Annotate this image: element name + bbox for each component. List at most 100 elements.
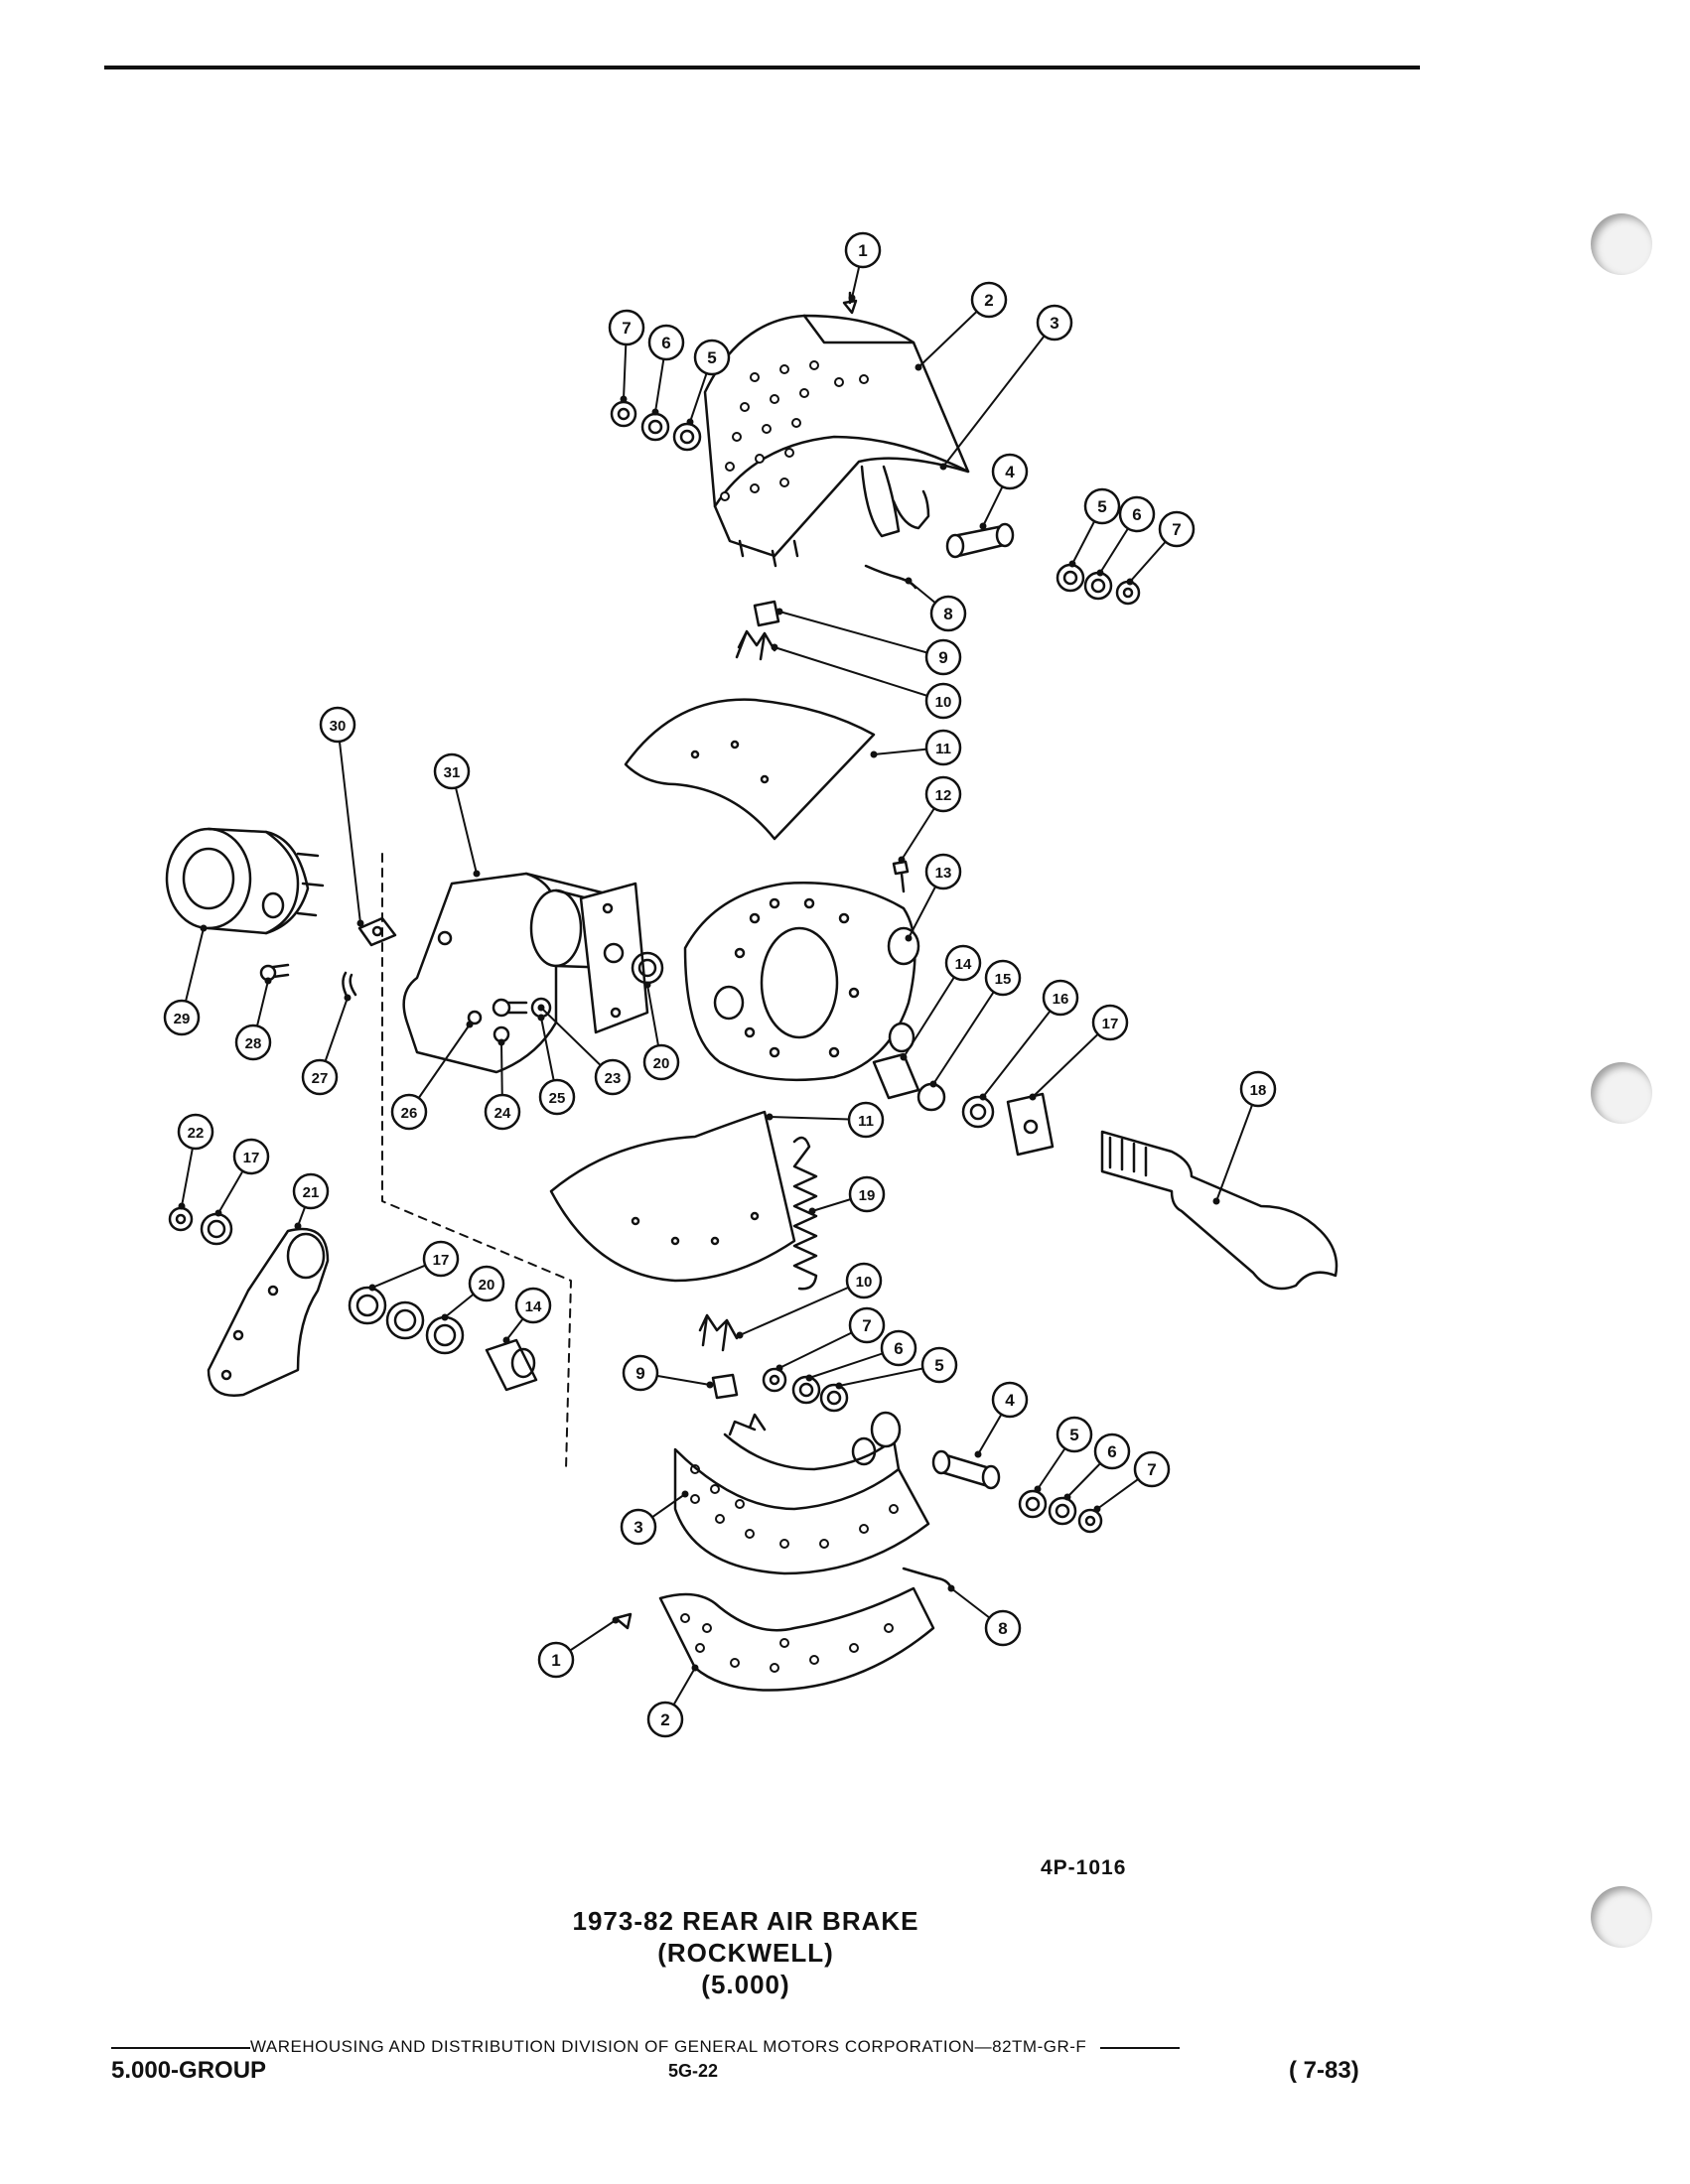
callout-circle xyxy=(1118,495,1156,533)
callout-number: 2 xyxy=(660,1710,669,1729)
leader-arrowhead xyxy=(1093,1505,1101,1513)
callout-circle xyxy=(693,339,731,376)
diagram-title-line-1: 1973-82 REAR AIR BRAKE xyxy=(572,1906,919,1936)
lower-roller-and-clip xyxy=(698,1313,739,1400)
callout-22: 22 xyxy=(177,1113,214,1151)
shield-bolt xyxy=(892,860,910,893)
callout-number: 6 xyxy=(1107,1442,1116,1461)
callout-24: 24 xyxy=(484,1093,521,1131)
callout-6: 6 xyxy=(647,324,685,361)
leader-arrowhead xyxy=(974,1450,982,1458)
callout-13: 13 xyxy=(924,853,962,890)
callout-17: 17 xyxy=(232,1138,270,1175)
callout-circle xyxy=(924,729,962,766)
callout-circle xyxy=(484,1093,521,1131)
leader-arrowhead xyxy=(775,1364,783,1372)
callout-number: 19 xyxy=(859,1187,876,1204)
callout-2: 2 xyxy=(646,1701,684,1738)
leader-line xyxy=(739,1280,865,1336)
callout-18: 18 xyxy=(1239,1070,1277,1108)
callout-number: 5 xyxy=(1069,1426,1078,1444)
leader-arrowhead xyxy=(1212,1197,1220,1205)
callout-28: 28 xyxy=(234,1024,272,1061)
callout-27: 27 xyxy=(301,1058,339,1096)
callout-circle xyxy=(622,1354,659,1392)
lower-shoe-rivet-holes xyxy=(690,1464,899,1549)
callout-11: 11 xyxy=(847,1101,885,1139)
callout-circle xyxy=(647,324,685,361)
callout-2: 2 xyxy=(970,281,1008,319)
callout-10: 10 xyxy=(924,682,962,720)
callout-circle xyxy=(1239,1070,1277,1108)
leader-arrowhead xyxy=(905,577,913,585)
callout-circle xyxy=(422,1240,460,1278)
leader-arrowhead xyxy=(979,522,987,530)
leader-arrowhead xyxy=(466,1021,474,1028)
revision-date: ( 7-83) xyxy=(1289,2057,1359,2084)
callout-29: 29 xyxy=(163,999,201,1036)
leader-arrowhead xyxy=(1063,1493,1071,1501)
leader-arrowhead xyxy=(905,934,913,942)
callout-circle xyxy=(608,309,645,346)
callout-circle xyxy=(301,1058,339,1096)
callout-number: 17 xyxy=(433,1252,450,1269)
leader-arrowhead xyxy=(214,1209,222,1217)
callout-number: 18 xyxy=(1250,1082,1267,1099)
callout-circle xyxy=(944,944,982,982)
callout-circle xyxy=(468,1265,505,1302)
callout-number: 15 xyxy=(995,971,1012,988)
callout-circle xyxy=(880,1329,917,1367)
lower-mid-washers xyxy=(762,1367,849,1413)
upper-anchor-pin xyxy=(945,522,1015,559)
callout-circle xyxy=(924,775,962,813)
leader-arrowhead xyxy=(870,751,878,758)
callout-number: 23 xyxy=(605,1070,622,1087)
punch-hole-icon xyxy=(1591,213,1652,275)
callout-number: 7 xyxy=(1172,520,1181,539)
leader-arrowhead xyxy=(356,919,364,927)
callout-19: 19 xyxy=(848,1175,886,1213)
leader-line xyxy=(778,611,944,658)
callout-1: 1 xyxy=(844,231,882,269)
callout-20: 20 xyxy=(642,1043,680,1081)
leader-arrowhead xyxy=(848,294,856,302)
callout-number: 12 xyxy=(935,787,952,804)
callout-31: 31 xyxy=(433,752,471,790)
leader-line xyxy=(982,997,1061,1098)
punch-hole-icon xyxy=(1591,1062,1652,1124)
callout-number: 7 xyxy=(862,1316,871,1335)
group-number: 5.000-GROUP xyxy=(111,2057,267,2084)
callout-number: 8 xyxy=(998,1619,1007,1638)
callout-number: 22 xyxy=(188,1125,205,1142)
callout-9: 9 xyxy=(924,638,962,676)
callout-number: 9 xyxy=(938,648,947,667)
callout-number: 6 xyxy=(894,1339,903,1358)
leader-arrowhead xyxy=(691,1664,699,1672)
callout-number: 6 xyxy=(661,334,670,352)
callout-number: 16 xyxy=(1053,991,1069,1008)
callout-circle xyxy=(1093,1433,1131,1470)
callout-4: 4 xyxy=(991,1381,1029,1419)
callout-number: 5 xyxy=(934,1356,943,1375)
callout-circle xyxy=(292,1172,330,1210)
callout-5: 5 xyxy=(1056,1416,1093,1453)
callout-number: 5 xyxy=(707,348,716,367)
leader-arrowhead xyxy=(805,1374,813,1382)
callout-9: 9 xyxy=(622,1354,659,1392)
callout-number: 5 xyxy=(1097,497,1106,516)
leader-arrowhead xyxy=(947,1584,955,1592)
callout-5: 5 xyxy=(1083,487,1121,525)
callout-circle xyxy=(848,1306,886,1344)
leader-line xyxy=(337,724,361,924)
callout-circle xyxy=(537,1641,575,1679)
lower-brake-shoe xyxy=(673,1411,930,1575)
callout-circle xyxy=(538,1078,576,1116)
callout-30: 30 xyxy=(319,706,356,744)
callout-7: 7 xyxy=(608,309,645,346)
leader-arrowhead xyxy=(502,1336,510,1344)
leader-arrowhead xyxy=(1068,560,1076,568)
callout-circle xyxy=(646,1701,684,1738)
callout-7: 7 xyxy=(848,1306,886,1344)
leader-arrowhead xyxy=(898,856,906,864)
